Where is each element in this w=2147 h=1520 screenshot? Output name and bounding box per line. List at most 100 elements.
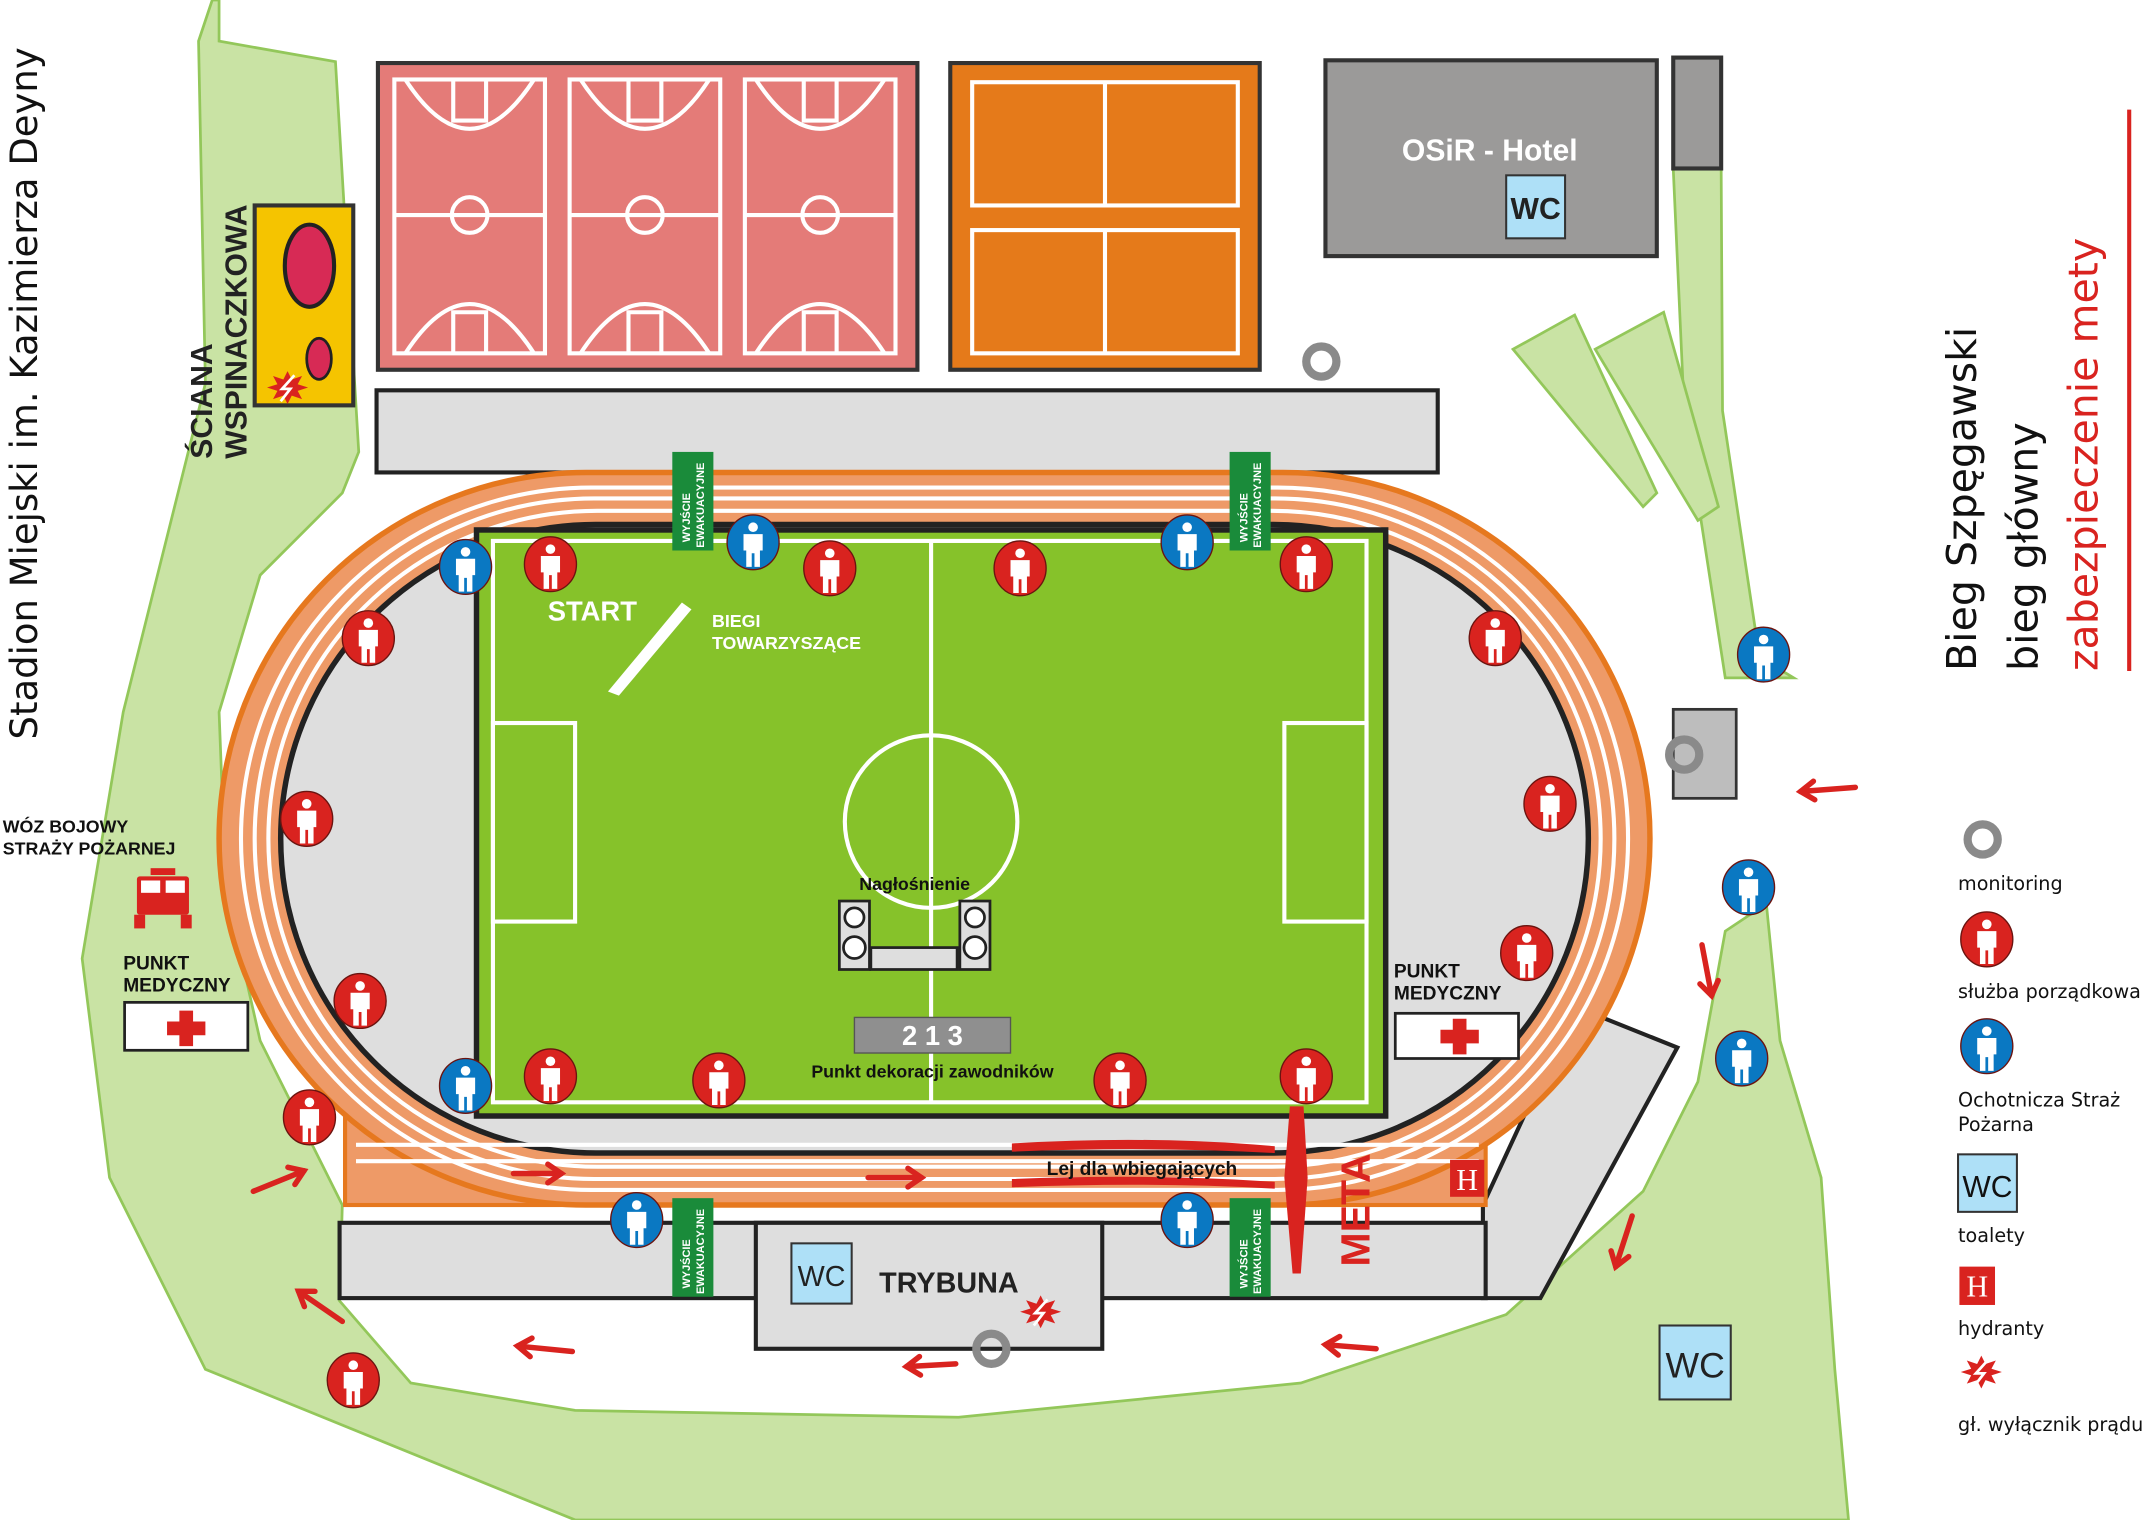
fire-brigade-icon xyxy=(1960,1018,2014,1075)
exit-label: EWAKUACYJNE xyxy=(1252,463,1264,548)
exit-label: EWAKUACYJNE xyxy=(1252,1209,1264,1294)
direction-arrow-icon xyxy=(510,1161,567,1186)
legend-symbol: H xyxy=(1966,1270,1988,1304)
security-staff-icon xyxy=(1523,775,1577,832)
fire-truck: WÓZ BOJOWY STRAŻY POŻARNEJ xyxy=(3,816,192,929)
exit-label: WYJŚCIE xyxy=(1237,493,1250,542)
finish-label: META xyxy=(1332,1153,1378,1266)
security-staff-icon xyxy=(1279,1048,1333,1105)
fire-brigade-icon xyxy=(1721,859,1776,916)
direction-arrow-icon xyxy=(294,1288,346,1325)
security-staff-icon xyxy=(1500,924,1554,982)
power-switch-icon xyxy=(267,371,309,404)
security-staff-icon xyxy=(1093,1052,1147,1109)
medical-point-west: PUNKT MEDYCZNY xyxy=(123,953,250,1052)
toilet-icon xyxy=(1957,1153,2018,1213)
funnel-label: Lej dla wbiegających xyxy=(1047,1159,1238,1180)
fire-brigade-icon xyxy=(726,514,780,571)
legend-label: Ochotnicza Straż xyxy=(1958,1088,2120,1111)
toilet-icon xyxy=(790,1242,853,1305)
podium-caption: Punkt dekoracji zawodników xyxy=(811,1062,1053,1082)
security-staff-icon xyxy=(1960,911,2014,968)
wc-label: WC xyxy=(1511,193,1561,226)
security-staff-icon xyxy=(993,540,1047,597)
side-races-label-2: TOWARZYSZĄCE xyxy=(712,633,861,653)
security-staff-icon xyxy=(523,1048,578,1105)
fire-brigade-icon xyxy=(438,1057,493,1114)
direction-arrow-icon xyxy=(1697,942,1721,1001)
legend-symbol: WC xyxy=(1962,1171,2012,1204)
security-staff-icon xyxy=(523,536,578,593)
security-staff-icon xyxy=(326,1352,380,1409)
wc-label: WC xyxy=(798,1261,846,1293)
hydrant-icon xyxy=(1959,1266,1996,1305)
wc-label: WC xyxy=(1665,1346,1724,1386)
direction-arrow-icon xyxy=(1320,1333,1379,1358)
podium-places: 2 1 3 xyxy=(902,1020,963,1051)
football-pitch: START BIEGI TOWARZYSZĄCE Nagłośnienie 2 … xyxy=(473,527,1389,1119)
tribune: WC TRYBUNA xyxy=(753,1220,1105,1351)
direction-arrow-icon xyxy=(1795,778,1859,803)
basketball-courts xyxy=(375,60,920,372)
hydrant-symbol: H xyxy=(1456,1163,1478,1197)
medical-label: MEDYCZNY xyxy=(1394,984,1502,1005)
fire-truck-label: WÓZ BOJOWY xyxy=(3,816,129,837)
start-line xyxy=(607,602,692,696)
security-staff-icon xyxy=(692,1052,746,1109)
medical-point-east: PUNKT MEDYCZNY xyxy=(1394,962,1520,1060)
hydrant-icon: H xyxy=(1450,1159,1485,1197)
podium xyxy=(853,1016,1012,1054)
medical-label: MEDYCZNY xyxy=(123,975,231,996)
direction-arrow-icon xyxy=(1608,1213,1635,1272)
title-line-3: zabezpieczenie mety xyxy=(2060,238,2108,671)
fire-brigade-icon xyxy=(1736,626,1791,683)
start-label: START xyxy=(548,595,637,626)
sound-system-label: Nagłośnienie xyxy=(859,874,970,894)
legend-label: monitoring xyxy=(1958,872,2063,895)
fire-truck-label: STRAŻY POŻARNEJ xyxy=(3,838,176,858)
hotel-building: OSiR - Hotel WC xyxy=(1323,58,1659,259)
security-staff-icon xyxy=(282,1089,337,1146)
toilet-building: WC xyxy=(1658,1324,1732,1401)
exit-label: WYJŚCIE xyxy=(680,1239,693,1288)
exit-label: WYJŚCIE xyxy=(680,493,693,542)
medical-label: PUNKT xyxy=(123,953,189,974)
climbing-wall-label-2: WSPINACZKOWA xyxy=(220,205,253,459)
small-building xyxy=(1671,55,1724,171)
camera-post xyxy=(1671,707,1738,800)
monitoring-icon xyxy=(1302,342,1341,381)
fire-brigade-icon xyxy=(438,538,493,596)
red-cross-icon xyxy=(1440,1018,1479,1055)
fire-brigade-icon xyxy=(1714,1030,1769,1087)
security-staff-icon xyxy=(803,540,857,597)
monitoring-icon xyxy=(1665,735,1704,774)
security-staff-icon xyxy=(333,972,387,1030)
fire-brigade-icon xyxy=(610,1192,664,1249)
tennis-courts xyxy=(948,60,1262,372)
direction-arrow-icon xyxy=(901,1353,959,1378)
security-staff-icon xyxy=(1279,536,1333,593)
fire-brigade-icon xyxy=(1160,1192,1214,1249)
hotel-label: OSiR - Hotel xyxy=(1402,134,1578,167)
upper-concourse xyxy=(374,388,1440,475)
direction-arrow-icon xyxy=(250,1164,309,1195)
exit-label: WYJŚCIE xyxy=(1237,1239,1250,1288)
legend-label: Pożarna xyxy=(1958,1113,2034,1136)
security-staff-icon xyxy=(1468,610,1522,667)
red-cross-icon xyxy=(167,1010,206,1047)
legend-label: hydranty xyxy=(1958,1317,2044,1340)
legend-label: służba porządkowa xyxy=(1958,980,2141,1003)
legend: monitoring służba porządkowa Ochotnicza … xyxy=(1957,820,2143,1436)
monitoring-icon xyxy=(1963,820,2002,859)
monitoring-icon xyxy=(972,1329,1011,1368)
climbing-wall-label-1: ŚCIANA xyxy=(185,343,219,458)
exit-label: EWAKUACYJNE xyxy=(695,463,707,548)
stadium-name: Stadion Miejski im. Kazimierza Deyny xyxy=(3,47,46,739)
side-races-label-1: BIEGI xyxy=(712,611,760,631)
medical-label: PUNKT xyxy=(1394,962,1460,983)
finish-line xyxy=(1284,1106,1308,1274)
